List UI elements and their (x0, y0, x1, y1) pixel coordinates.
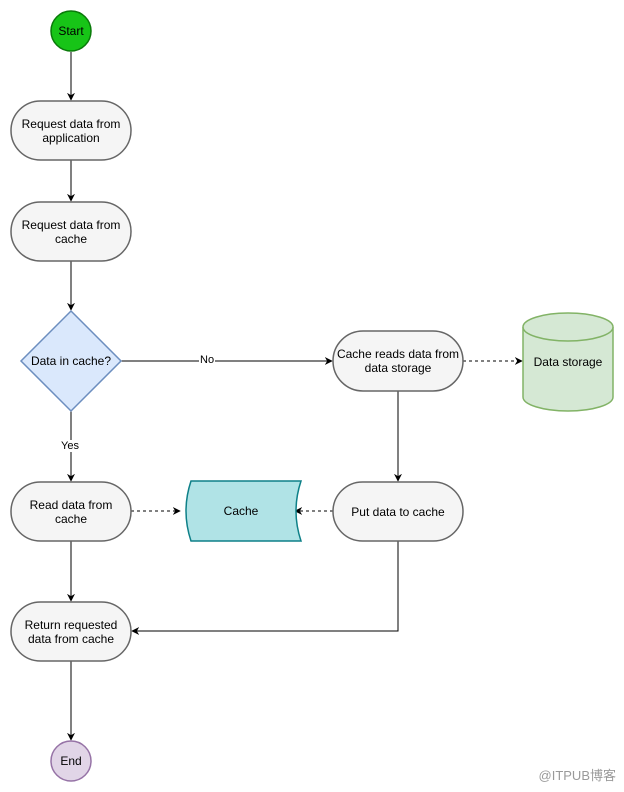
end-label: End (60, 754, 82, 768)
data-storage-label: Data storage (533, 355, 603, 369)
return-data-label: Return requested data from cache (24, 617, 118, 646)
cache-node[interactable] (185, 480, 303, 542)
put-cache-label: Put data to cache (351, 504, 445, 519)
read-cache-node[interactable] (10, 481, 132, 542)
return-data-node[interactable] (10, 601, 132, 662)
end-node[interactable] (50, 740, 92, 782)
edge-label-yes: Yes (60, 440, 80, 452)
edge-put-cache-to-return (131, 541, 399, 635)
data-storage-node[interactable] (522, 312, 614, 412)
cache-reads-node[interactable] (332, 330, 464, 392)
data-storage-cylinder-body (522, 327, 614, 412)
request-cache-label: Request data from cache (21, 217, 121, 246)
start-label: Start (58, 24, 84, 38)
cache-label: Cache (223, 504, 259, 518)
read-cache-label: Read data from cache (29, 497, 113, 526)
edge-label-no: No (199, 354, 216, 366)
decision-node[interactable] (19, 309, 123, 413)
start-node[interactable] (50, 10, 92, 52)
cache-reads-label: Cache reads data from data storage (336, 347, 460, 375)
decision-label: Data in cache? (30, 354, 112, 368)
watermark: @ITPUB博客 (538, 768, 616, 783)
put-cache-node[interactable] (332, 481, 464, 542)
request-cache-node[interactable] (10, 201, 132, 262)
request-app-node[interactable] (10, 100, 132, 161)
request-app-label: Request data from application (21, 116, 121, 145)
data-storage-cylinder-top (522, 312, 614, 342)
